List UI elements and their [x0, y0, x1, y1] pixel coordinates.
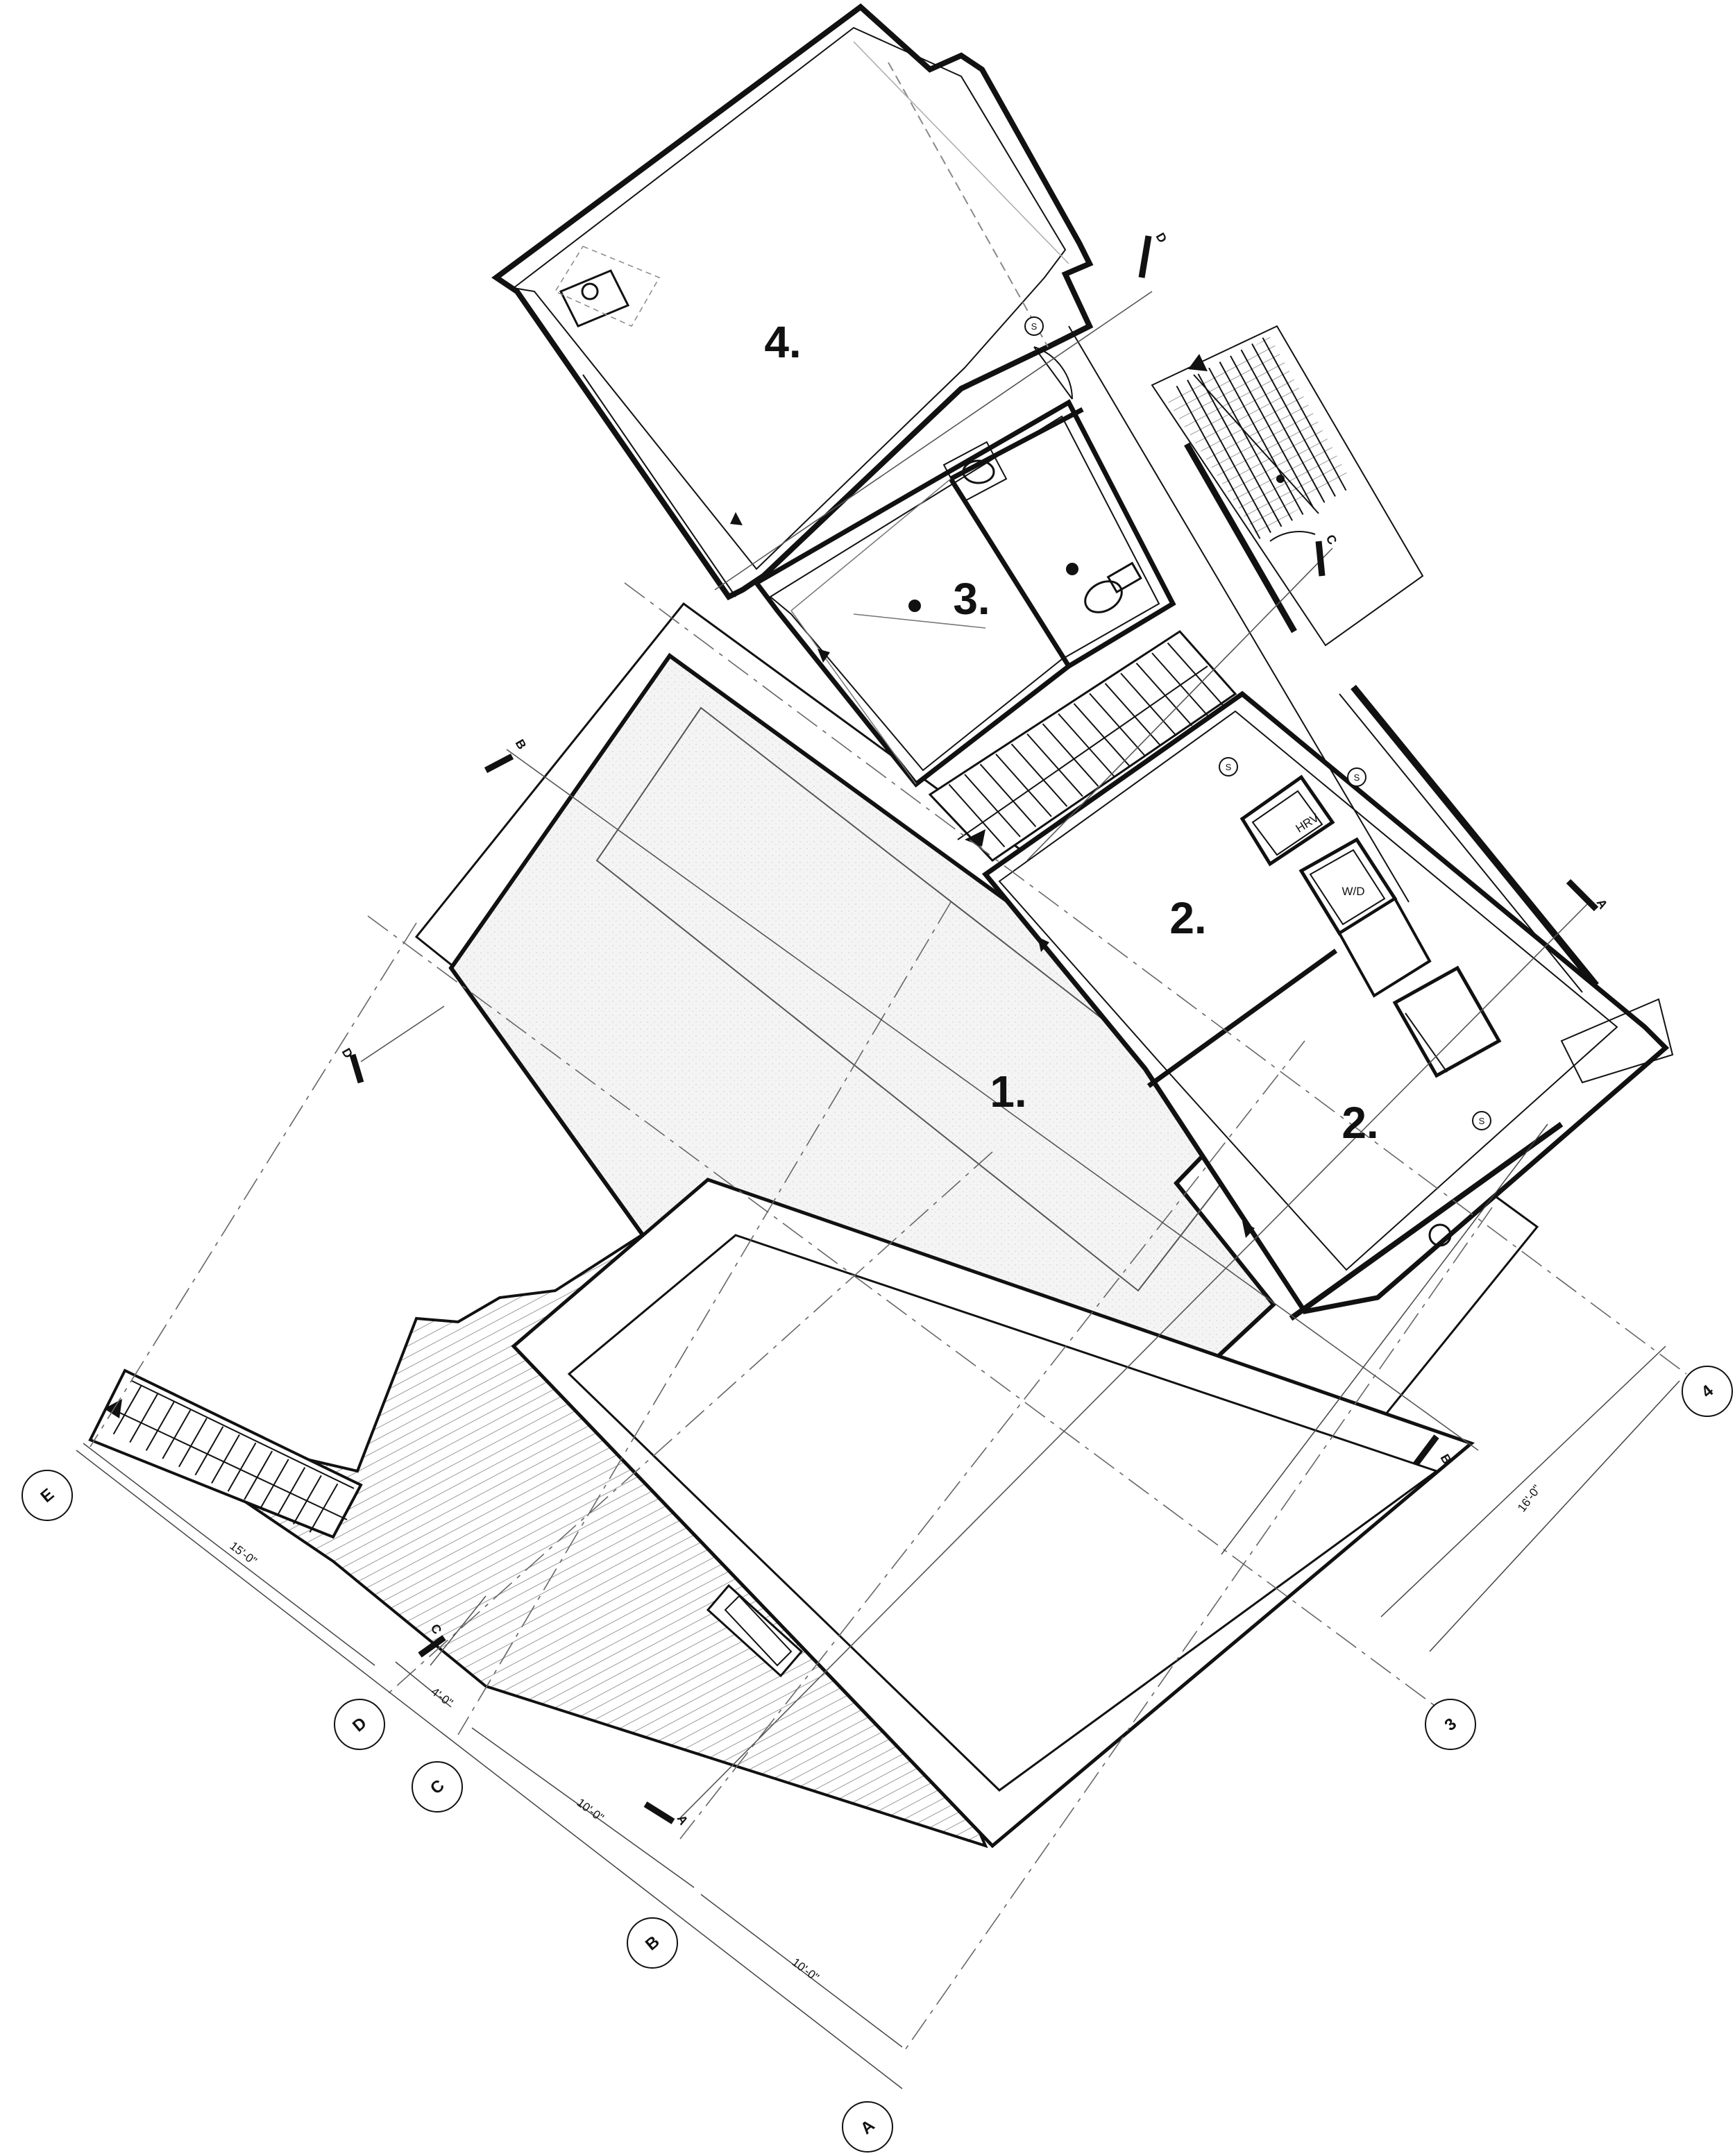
- upper-exterior-stair: [1033, 325, 1424, 903]
- stair-tread: [129, 1393, 159, 1443]
- dimension-c-to-b: 10'-0": [575, 1796, 607, 1824]
- stair-tread: [145, 1401, 175, 1451]
- stair-tread: [292, 1475, 322, 1525]
- section-markers: [349, 235, 1599, 1824]
- section-d-top-label: D: [1153, 230, 1170, 245]
- stair-tread: [1151, 652, 1208, 716]
- stair-tread: [1104, 683, 1162, 747]
- dimension-b-to-a: 10'-0": [790, 1955, 822, 1984]
- section-b-top-label: B: [513, 737, 530, 752]
- section-and-centerlines: [90, 291, 1687, 2055]
- room-label-2-lower: 2.: [1342, 1098, 1378, 1148]
- rooms-2-block: [981, 684, 1674, 1321]
- smoke-detector-label: S: [1226, 762, 1232, 772]
- stair-tread: [1197, 373, 1283, 527]
- dimension-d-to-c: 4'-0": [429, 1685, 455, 1710]
- section-a-bottom-label: A: [675, 1813, 691, 1827]
- room-3-bath: [752, 399, 1176, 788]
- stair-tread: [1042, 723, 1099, 787]
- smoke-detector-label: S: [1354, 772, 1360, 783]
- stair-tread: [1240, 349, 1326, 503]
- stair-tread: [1135, 663, 1193, 727]
- grid-bubble-e: [22, 1470, 73, 1521]
- grid-bubble-c: [412, 1761, 463, 1813]
- stair-tread: [1262, 337, 1347, 491]
- stair-tread: [995, 754, 1052, 817]
- stair-tread: [244, 1450, 273, 1500]
- stair-tread: [260, 1459, 289, 1509]
- stair-tread: [1026, 733, 1083, 797]
- room-label-1: 1.: [990, 1067, 1026, 1117]
- room-label-3: 3.: [953, 574, 990, 624]
- stair-tread: [194, 1426, 224, 1476]
- interior-stair-middle: [928, 630, 1237, 862]
- wd-label: W/D: [1342, 885, 1364, 898]
- dimension-lines: [76, 1123, 1680, 2089]
- stair-tread: [1219, 362, 1304, 515]
- grid-bubble-3: [1425, 1699, 1476, 1750]
- room-labels: 4. 3. 2. 2. 1.: [764, 317, 1378, 1148]
- stair-tread: [1010, 743, 1068, 807]
- stair-tread: [112, 1385, 142, 1435]
- stair-tread: [1230, 355, 1314, 509]
- room-label-2-upper: 2.: [1169, 893, 1206, 943]
- section-a-top-label: A: [1594, 897, 1611, 911]
- grid-bubble-d: [334, 1699, 385, 1750]
- grid-bubble-b: [627, 1917, 678, 1969]
- stair-tread: [1176, 385, 1261, 539]
- stair-tread: [1058, 713, 1115, 777]
- stair-tread: [1251, 343, 1336, 497]
- room-4-outline: [491, 3, 1094, 601]
- stair-tread: [964, 774, 1021, 838]
- stair-tread: [227, 1442, 257, 1492]
- stair-tread: [1187, 380, 1271, 534]
- stair-tread: [1120, 672, 1177, 736]
- stair-tread: [276, 1467, 306, 1517]
- stair-tread: [1208, 367, 1293, 521]
- stair-tread: [162, 1409, 192, 1459]
- room-label-4: 4.: [764, 317, 801, 367]
- smoke-detector-label: S: [1031, 321, 1038, 332]
- grid-bubble-4: [1682, 1366, 1733, 1417]
- dimension-e-to-d: 15'-0": [228, 1539, 260, 1568]
- stair-tread: [178, 1418, 208, 1468]
- stair-tread: [1073, 703, 1131, 767]
- exterior-stair-lower: [88, 1368, 363, 1539]
- stair-tread: [979, 763, 1037, 827]
- stair-tread: [211, 1434, 240, 1484]
- grid-bubble-a: [842, 2101, 893, 2153]
- smoke-detector-label: S: [1479, 1116, 1485, 1126]
- dimension-3-to-4: 16'-0": [1515, 1482, 1543, 1514]
- stair-tread: [1089, 693, 1146, 757]
- grid-bubbles: [22, 1366, 1733, 2153]
- stair-tread: [948, 783, 1006, 848]
